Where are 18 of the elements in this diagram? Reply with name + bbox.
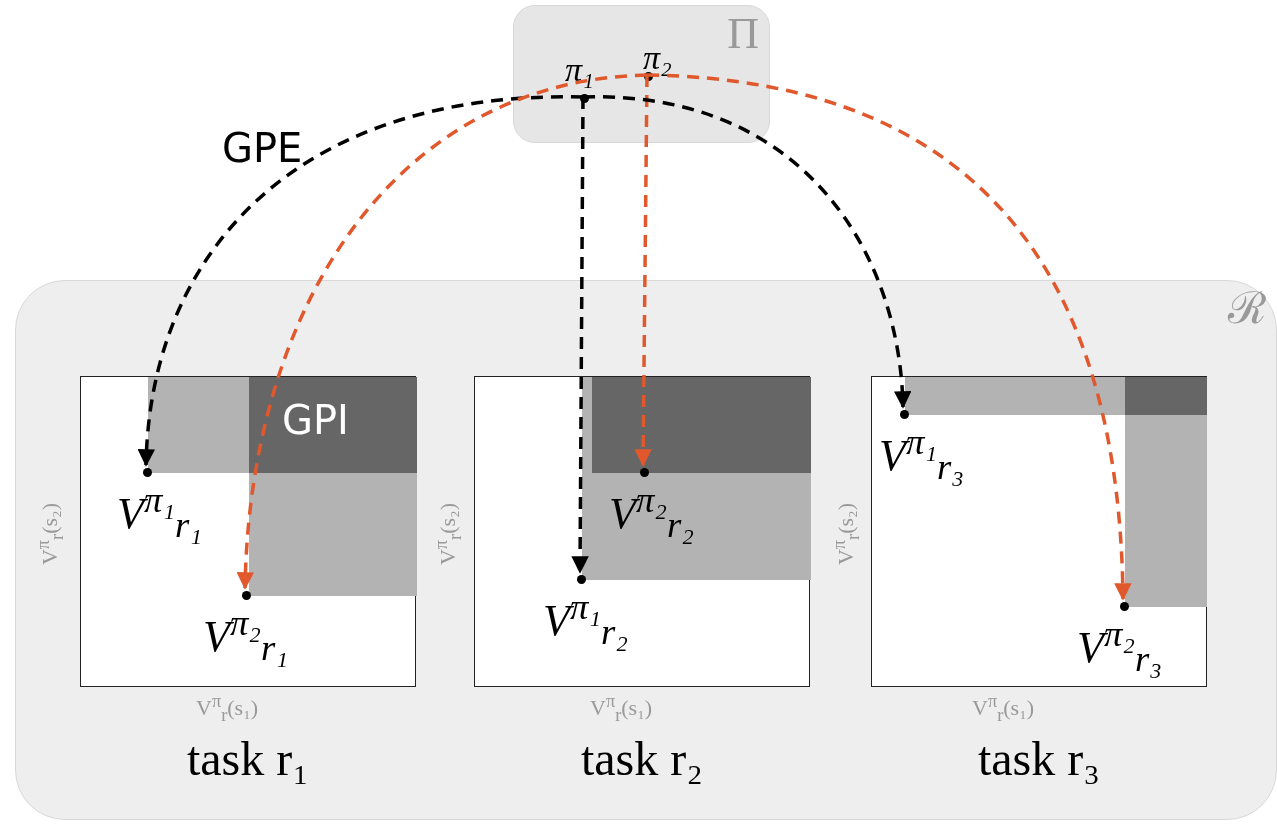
dashed-arrow [634,75,652,467]
axis-label: V$^{π}$$_{r}$(s₁) [590,692,653,725]
dashed-arrow [646,73,1132,601]
process-label: GPI [282,400,349,440]
axis-label: V$^{π}$$_{r}$(s₁) [196,692,259,725]
axis-label: V$^{π}$$_{r}$(s₁) [972,692,1035,725]
task-label: task r₁ [185,735,310,783]
task-label: task r₂ [579,735,704,783]
reward-set-panel [15,280,1277,820]
policy-point: π₂ [641,39,685,81]
set-symbol: Π [727,12,759,56]
task-label: task r₃ [976,735,1101,783]
process-label: GPE [222,128,303,168]
dashed-arrow [237,73,648,590]
policy-point: π₁ [563,51,607,103]
set-symbol: ℛ [1228,287,1266,331]
dashed-arrow [138,95,584,467]
policy-set-panel [513,5,770,143]
